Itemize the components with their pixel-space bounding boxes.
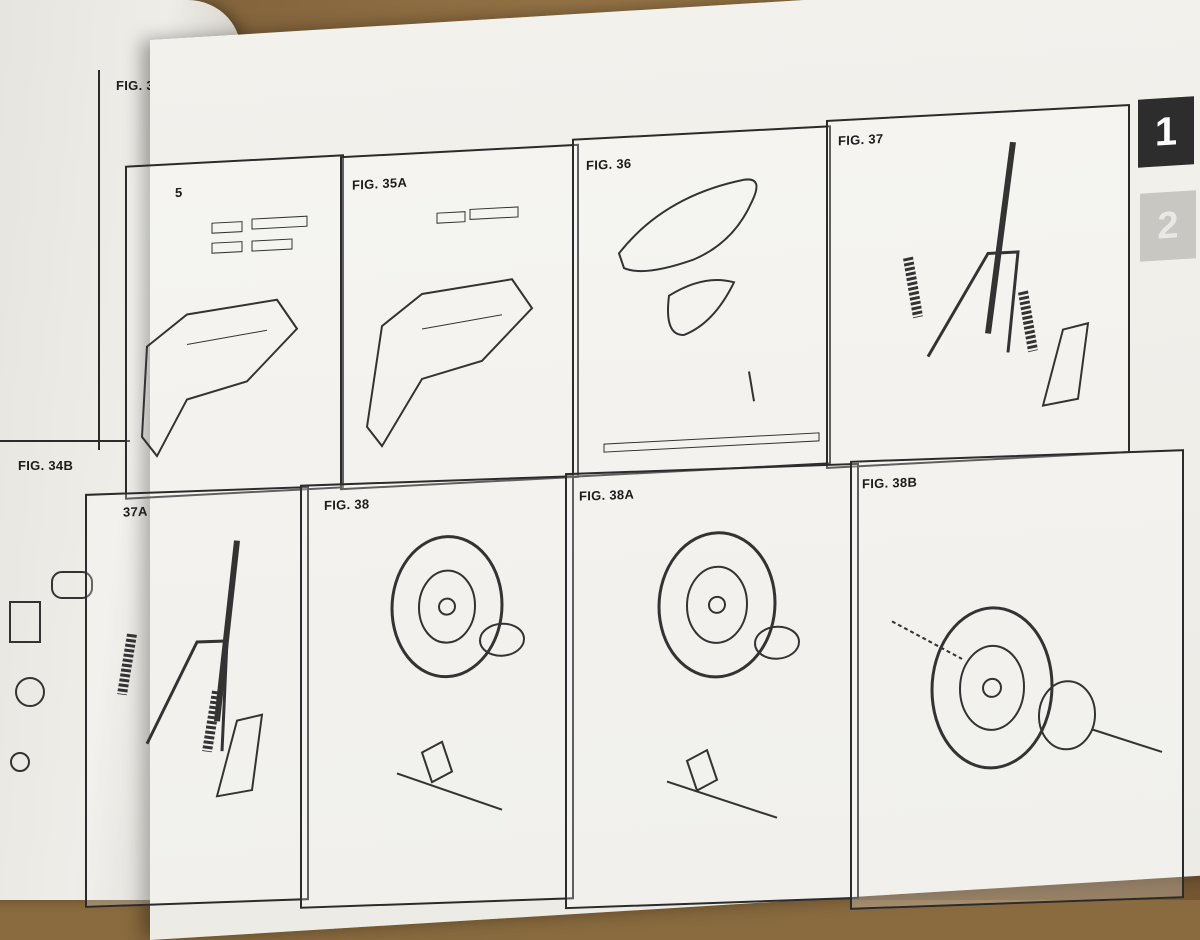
rear-wheel-drawing [390,535,525,811]
front-wheel-drawing [891,606,1163,770]
section-tab-1: 1 [1138,96,1194,168]
figure-35: 5 [125,154,344,500]
front-fork-variant-drawing [117,540,264,798]
section-tab-2: 2 [1140,190,1196,262]
rear-fender-variant-drawing [365,206,534,448]
figure-38: FIG. 38 [300,475,574,909]
figure-38a: FIG. 38A [565,462,859,910]
front-fork-drawing [903,141,1090,407]
figure-36: FIG. 36 [572,125,831,478]
figure-37a: 37A [85,486,309,908]
figure-34b: FIG. 34B [0,440,130,902]
figure-34b-label: FIG. 34B [18,458,74,473]
handlebar-parts-drawing [9,571,93,772]
rear-fender-drawing [140,215,308,458]
figure-35a: FIG. 35A [340,143,579,491]
figure-38b: FIG. 38B [850,449,1184,910]
rear-wheel-variant-drawing [657,531,800,819]
figure-37: FIG. 37 [826,104,1130,469]
seat-drawing [603,178,820,453]
